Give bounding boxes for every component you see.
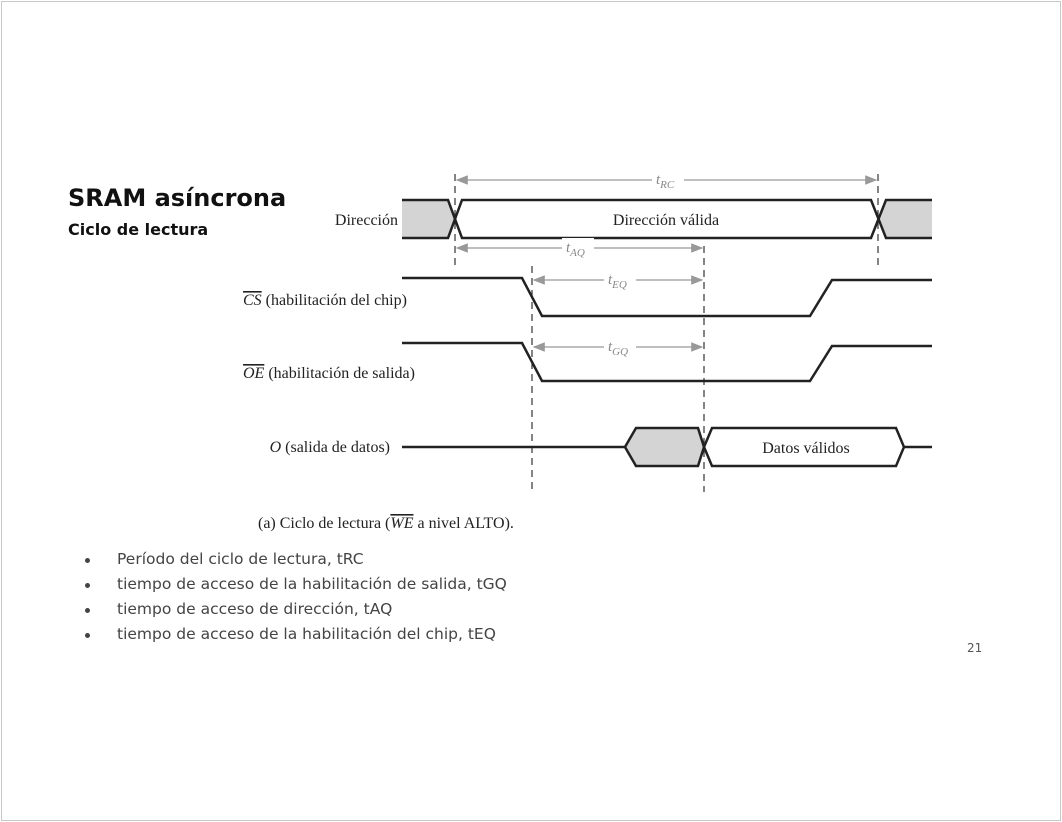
bullet-item: tiempo de acceso de la habilitación del … (84, 623, 507, 648)
bullet-item: tiempo de acceso de la habilitación de s… (84, 573, 507, 598)
cs-label: CS (habilitación del chip) (243, 292, 407, 309)
page-number: 21 (967, 641, 983, 655)
slide-subtitle: Ciclo de lectura (68, 220, 209, 239)
teq-label: tEQ (608, 272, 627, 291)
bullet-item: tiempo de acceso de dirección, tAQ (84, 598, 507, 623)
address-invalid-left (402, 200, 455, 238)
bullet-list: Período del ciclo de lectura, tRC tiempo… (84, 548, 507, 648)
oe-label: OE (habilitación de salida) (243, 365, 415, 382)
cs-waveform (402, 276, 932, 318)
address-valid-label: Dirección válida (613, 212, 719, 229)
taq-label: tAQ (566, 240, 585, 259)
address-line-top (402, 198, 932, 240)
address-label: Dirección (335, 212, 398, 229)
tgq-label: tGQ (608, 339, 628, 358)
output-valid-label: Datos válidos (762, 440, 850, 457)
trc-label: tRC (656, 172, 675, 191)
output-label: O (salida de datos) (270, 439, 390, 456)
address-line-bottom (402, 198, 932, 240)
slide-title: SRAM asíncrona (68, 184, 287, 212)
bullet-item: Período del ciclo de lectura, tRC (84, 548, 507, 573)
diagram-caption: (a) Ciclo de lectura (WE a nivel ALTO). (258, 515, 514, 532)
address-invalid-right (878, 200, 932, 238)
oe-waveform (402, 341, 932, 383)
output-invalid-segment (623, 426, 706, 468)
